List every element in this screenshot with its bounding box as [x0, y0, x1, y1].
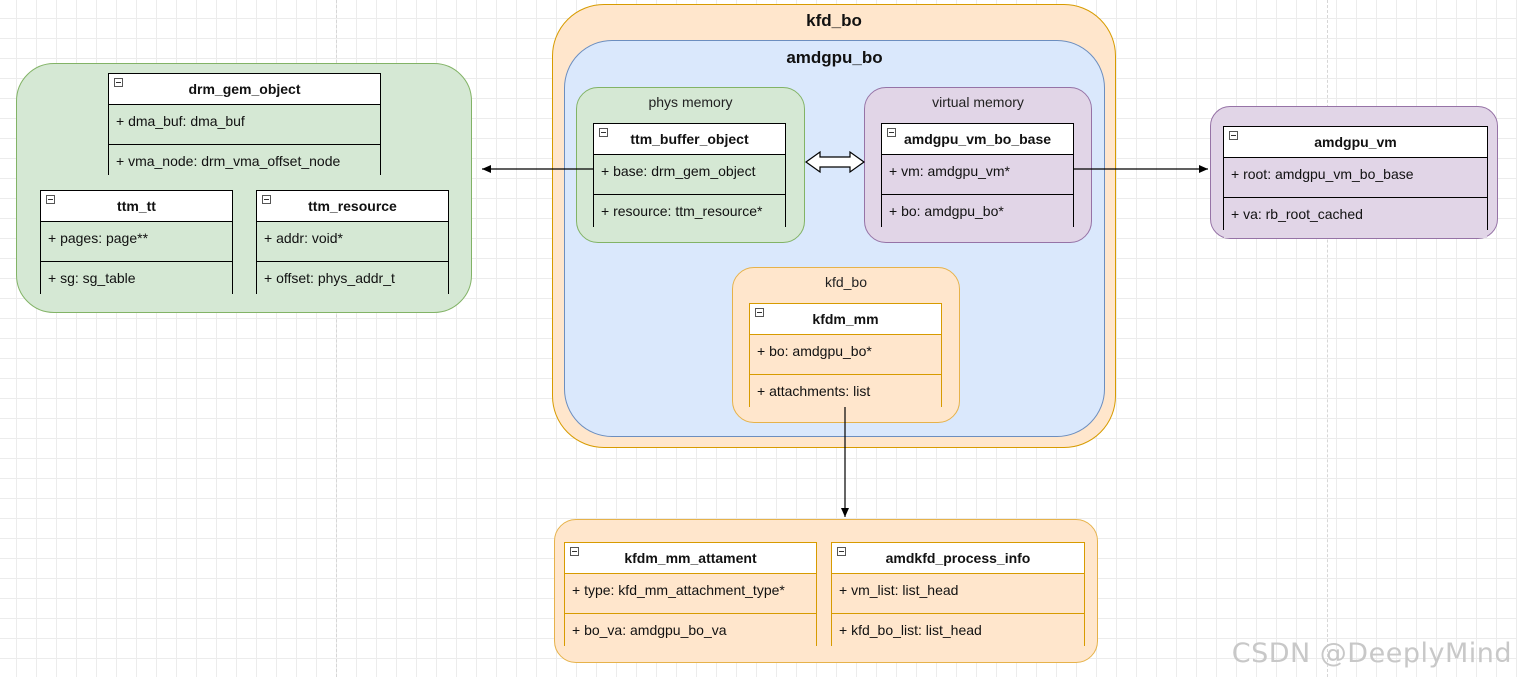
double-arrow-icon	[804, 150, 866, 174]
collapse-icon[interactable]	[262, 195, 271, 204]
class-name: ttm_resource	[308, 198, 397, 214]
page-guide-line	[1327, 0, 1328, 677]
class-header: kfdm_mm_attament	[565, 543, 816, 574]
class-header: amdgpu_vm	[1224, 127, 1487, 158]
class-header: amdkfd_process_info	[832, 543, 1084, 574]
class-name: drm_gem_object	[188, 81, 301, 97]
bottom-orange-group[interactable]: kfdm_mm_attament + type: kfd_mm_attachme…	[554, 519, 1098, 663]
class-header: ttm_tt	[41, 191, 232, 222]
class-ttm-resource[interactable]: ttm_resource + addr: void* + offset: phy…	[256, 190, 449, 302]
class-header: amdgpu_vm_bo_base	[882, 124, 1073, 155]
watermark: CSDN @DeeplyMind	[1231, 638, 1512, 669]
class-kfdm-mm-attament[interactable]: kfdm_mm_attament + type: kfd_mm_attachme…	[564, 542, 817, 654]
class-field: + resource: ttm_resource*	[594, 195, 785, 235]
class-amdgpu-vm-bo-base[interactable]: amdgpu_vm_bo_base + vm: amdgpu_vm* + bo:…	[881, 123, 1074, 235]
class-field: + va: rb_root_cached	[1224, 198, 1487, 238]
class-name: amdgpu_vm_bo_base	[903, 131, 1052, 147]
collapse-icon[interactable]	[837, 547, 846, 556]
class-name: kfdm_mm_attament	[624, 550, 757, 566]
class-header: kfdm_mm	[750, 304, 941, 335]
class-amdkfd-process-info[interactable]: amdkfd_process_info + vm_list: list_head…	[831, 542, 1085, 654]
class-field: + vm_list: list_head	[832, 574, 1084, 614]
collapse-icon[interactable]	[599, 128, 608, 137]
collapse-icon[interactable]	[755, 308, 764, 317]
collapse-icon[interactable]	[1229, 131, 1238, 140]
right-purple-group[interactable]: amdgpu_vm + root: amdgpu_vm_bo_base + va…	[1210, 106, 1498, 239]
amdgpu-bo-title: amdgpu_bo	[786, 48, 883, 67]
class-kfdm-mm[interactable]: kfdm_mm + bo: amdgpu_bo* + attachments: …	[749, 303, 942, 415]
class-name: ttm_tt	[117, 198, 156, 214]
class-field: + offset: phys_addr_t	[257, 262, 448, 302]
class-ttm-tt[interactable]: ttm_tt + pages: page** + sg: sg_table	[40, 190, 233, 302]
page-guide-line	[336, 0, 337, 677]
class-field: + vma_node: drm_vma_offset_node	[109, 145, 380, 185]
class-field: + bo: amdgpu_bo*	[750, 335, 941, 375]
inner-kfd-bo-group[interactable]: kfd_bo kfdm_mm + bo: amdgpu_bo* + attach…	[732, 267, 960, 423]
collapse-icon[interactable]	[887, 128, 896, 137]
collapse-icon[interactable]	[570, 547, 579, 556]
class-field: + pages: page**	[41, 222, 232, 262]
class-field: + vm: amdgpu_vm*	[882, 155, 1073, 195]
class-name: kfdm_mm	[812, 311, 879, 327]
virtual-memory-group[interactable]: virtual memory amdgpu_vm_bo_base + vm: a…	[864, 87, 1092, 243]
class-name: ttm_buffer_object	[630, 131, 749, 147]
phys-memory-group[interactable]: phys memory ttm_buffer_object + base: dr…	[576, 87, 805, 243]
collapse-icon[interactable]	[114, 78, 123, 87]
class-name: amdkfd_process_info	[885, 550, 1031, 566]
class-field: + base: drm_gem_object	[594, 155, 785, 195]
class-field: + addr: void*	[257, 222, 448, 262]
class-header: ttm_buffer_object	[594, 124, 785, 155]
class-amdgpu-vm[interactable]: amdgpu_vm + root: amdgpu_vm_bo_base + va…	[1223, 126, 1488, 238]
inner-kfd-bo-title: kfd_bo	[824, 274, 868, 290]
kfd-bo-title: kfd_bo	[806, 11, 862, 30]
class-field: + bo_va: amdgpu_bo_va	[565, 614, 816, 654]
class-field: + dma_buf: dma_buf	[109, 105, 380, 145]
class-field: + sg: sg_table	[41, 262, 232, 302]
class-field: + type: kfd_mm_attachment_type*	[565, 574, 816, 614]
class-header: ttm_resource	[257, 191, 448, 222]
class-name: amdgpu_vm	[1314, 134, 1397, 150]
phys-memory-title: phys memory	[648, 94, 733, 110]
class-header: drm_gem_object	[109, 74, 380, 105]
class-field: + root: amdgpu_vm_bo_base	[1224, 158, 1487, 198]
class-field: + kfd_bo_list: list_head	[832, 614, 1084, 654]
left-green-group[interactable]: drm_gem_object + dma_buf: dma_buf + vma_…	[16, 63, 472, 313]
class-ttm-buffer-object[interactable]: ttm_buffer_object + base: drm_gem_object…	[593, 123, 786, 235]
class-drm-gem-object[interactable]: drm_gem_object + dma_buf: dma_buf + vma_…	[108, 73, 381, 185]
class-field: + bo: amdgpu_bo*	[882, 195, 1073, 235]
virtual-memory-title: virtual memory	[932, 94, 1024, 110]
collapse-icon[interactable]	[46, 195, 55, 204]
